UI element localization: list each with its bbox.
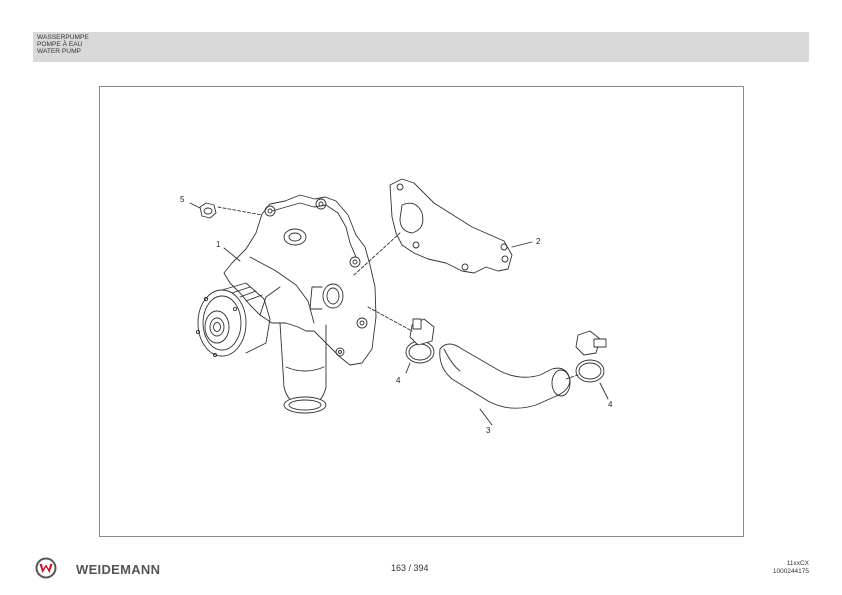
hose-clamp-right — [565, 330, 609, 400]
coolant-hose — [439, 343, 571, 426]
page-number: 163 / 394 — [391, 563, 429, 573]
water-pump-body — [195, 194, 377, 414]
doc-code-line-1: 11xxCX — [786, 560, 809, 567]
weidemann-w-logo-icon — [35, 557, 57, 579]
water-pump-exploded-view — [189, 178, 609, 426]
title-english: WATER PUMP — [37, 48, 81, 55]
title-french: POMPE À EAU — [37, 41, 83, 48]
hose-clamp-left — [367, 306, 435, 374]
callout-4-left: 4 — [396, 376, 401, 385]
callout-3: 3 — [486, 426, 491, 435]
brand-name: WEIDEMANN — [76, 562, 161, 577]
callout-5: 5 — [180, 195, 185, 204]
title-german: WASSERPUMPE — [37, 34, 89, 41]
leader-line-1 — [223, 247, 241, 262]
callout-4-right: 4 — [608, 400, 613, 409]
document-code: 11xxCX 1000244175 — [773, 560, 809, 575]
callout-2: 2 — [536, 237, 541, 246]
hex-nut-part — [189, 202, 263, 219]
gasket-part — [353, 178, 533, 276]
exploded-diagram-frame: 5 1 2 4 4 3 — [99, 86, 744, 537]
doc-code-line-2: 1000244175 — [772, 567, 809, 575]
callout-1: 1 — [216, 240, 221, 249]
header-band: WASSERPUMPE POMPE À EAU WATER PUMP — [33, 32, 809, 62]
